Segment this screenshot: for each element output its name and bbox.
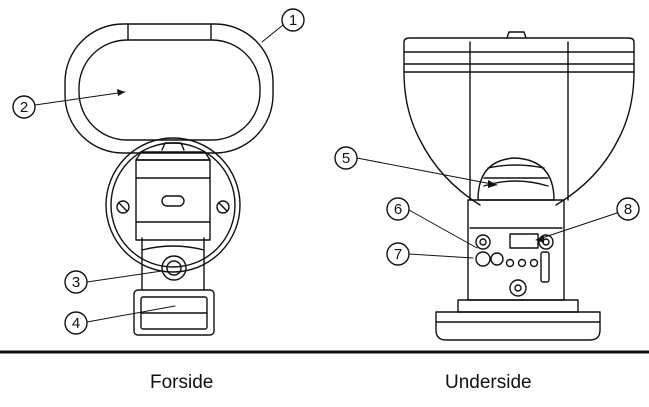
underside-speaker-grille <box>477 157 555 201</box>
underside-screw-right <box>538 234 554 250</box>
callout-8: 8 <box>616 197 640 221</box>
underside-top-cap <box>403 37 635 65</box>
svg-text:8: 8 <box>624 201 632 218</box>
svg-text:6: 6 <box>394 201 402 218</box>
leader-2 <box>34 91 126 106</box>
leader-5 <box>356 157 498 186</box>
callout-6: 6 <box>386 197 410 221</box>
underside-led-3 <box>529 258 539 268</box>
leader-8 <box>535 212 618 241</box>
callout-5: 5 <box>334 146 358 170</box>
underside-led-2 <box>517 258 527 268</box>
underside-dome <box>403 63 635 206</box>
front-lamp-lens <box>78 39 261 141</box>
underside-button-1 <box>475 251 491 267</box>
front-lamp-frame <box>64 23 274 154</box>
callout-markers: 1 2 3 4 5 6 7 8 <box>12 8 640 335</box>
callout-2: 2 <box>12 95 36 119</box>
leader-6 <box>408 209 478 249</box>
front-sensor-housing <box>141 237 205 291</box>
svg-text:1: 1 <box>289 12 297 29</box>
callout-leaders <box>34 24 618 323</box>
leader-7 <box>408 253 474 259</box>
underside-label-plate <box>509 233 539 249</box>
callout-3: 3 <box>64 270 88 294</box>
front-bracket-body <box>135 159 211 241</box>
front-side-screws <box>116 200 230 214</box>
underside-view <box>403 31 635 341</box>
front-lamp-top-rib <box>127 23 212 41</box>
underside-base-plate <box>435 311 601 341</box>
underside-mount <box>457 299 579 313</box>
leader-4 <box>86 305 176 323</box>
underside-screw-left <box>475 234 491 250</box>
front-light-sensor <box>161 255 187 281</box>
underside-switch <box>540 251 550 283</box>
svg-text:7: 7 <box>394 246 402 263</box>
svg-text:3: 3 <box>72 274 80 291</box>
front-view <box>64 23 274 336</box>
callout-4: 4 <box>64 311 88 335</box>
svg-text:2: 2 <box>20 99 28 116</box>
svg-text:4: 4 <box>72 315 80 332</box>
front-pir-window <box>133 289 215 336</box>
caption-front: Forside <box>150 372 214 393</box>
svg-text:5: 5 <box>342 150 350 167</box>
leader-1 <box>261 24 284 43</box>
callout-7: 7 <box>386 242 410 266</box>
underside-led-1 <box>505 258 515 268</box>
underside-button-2 <box>490 252 504 266</box>
callout-1: 1 <box>281 8 305 32</box>
caption-underside: Underside <box>445 372 532 393</box>
leader-3 <box>86 270 163 283</box>
front-mount-plate <box>105 137 241 273</box>
